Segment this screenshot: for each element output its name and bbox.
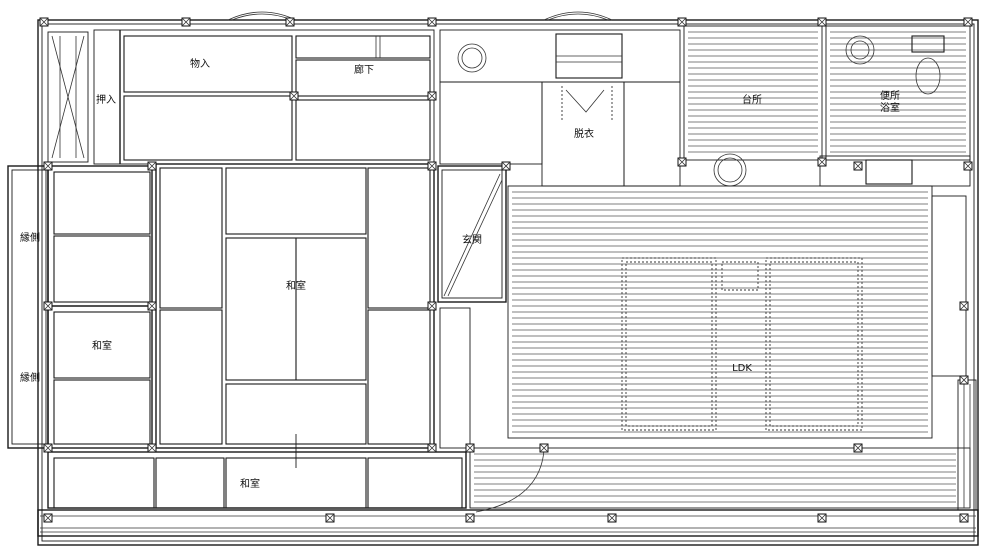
post-cross	[147, 161, 157, 171]
label-washroom: 脱衣	[574, 127, 594, 140]
post-cross	[181, 17, 191, 27]
post-cross	[959, 375, 969, 385]
washroom	[439, 29, 681, 187]
post-cross	[853, 443, 863, 453]
center-tatami	[155, 163, 435, 449]
room-labels: 物入 押入 廊下 脱衣 台所 便所 浴室 縁側 縁側 和室 和室 玄関 LDK …	[20, 57, 900, 490]
post-cross	[427, 301, 437, 311]
post-cross	[43, 443, 53, 453]
post-cross	[427, 161, 437, 171]
label-storage-top: 物入	[190, 57, 210, 70]
post-cross	[289, 91, 299, 101]
label-kitchen-upper: 台所	[742, 93, 762, 106]
post-cross	[817, 157, 827, 167]
dining-table	[621, 257, 863, 431]
left-tatami	[47, 165, 153, 449]
label-washitsu-bottom: 和室	[240, 477, 260, 490]
post-cross	[147, 443, 157, 453]
label-hall-top: 廊下	[354, 63, 374, 76]
post-cross	[963, 161, 973, 171]
post-cross	[325, 513, 335, 523]
label-toilet: 便所	[880, 89, 900, 102]
right-deck	[957, 379, 977, 511]
post-cross	[501, 161, 511, 171]
label-mid-left-bottom: 縁側	[20, 371, 40, 384]
label-toilet-sub: 浴室	[880, 101, 900, 114]
planks-bottom	[474, 453, 956, 503]
post-cross	[959, 513, 969, 523]
label-closet-top: 押入	[96, 93, 116, 106]
structural-posts	[39, 17, 973, 523]
label-mid-left-top: 縁側	[20, 231, 40, 244]
post-cross	[465, 513, 475, 523]
top-rooms	[93, 11, 613, 165]
label-ldk: LDK	[732, 363, 752, 374]
post-cross	[817, 17, 827, 27]
post-cross	[853, 161, 863, 171]
bottom-row	[47, 434, 971, 509]
post-cross	[817, 513, 827, 523]
toilet-fixtures	[713, 35, 971, 187]
planks-upper	[688, 31, 966, 153]
planks-ldk	[512, 191, 928, 433]
post-cross	[959, 301, 969, 311]
post-cross	[43, 513, 53, 523]
ldk-floor	[507, 185, 967, 439]
post-cross	[39, 17, 49, 27]
post-cross	[677, 157, 687, 167]
post-cross	[465, 443, 475, 453]
post-cross	[539, 443, 549, 453]
label-washitsu-center: 和室	[286, 279, 306, 292]
post-cross	[427, 91, 437, 101]
post-cross	[147, 301, 157, 311]
post-cross	[285, 17, 295, 27]
post-cross	[607, 513, 617, 523]
post-cross	[43, 161, 53, 171]
post-cross	[43, 301, 53, 311]
door-swing	[475, 449, 545, 513]
entrance	[437, 165, 507, 449]
post-cross	[677, 17, 687, 27]
label-entrance: 玄関	[462, 233, 482, 246]
outer-walls	[7, 19, 979, 546]
post-cross	[427, 17, 437, 27]
post-cross	[427, 443, 437, 453]
label-washitsu-left: 和室	[92, 339, 112, 352]
post-cross	[963, 17, 973, 27]
storage-cross	[47, 31, 89, 163]
